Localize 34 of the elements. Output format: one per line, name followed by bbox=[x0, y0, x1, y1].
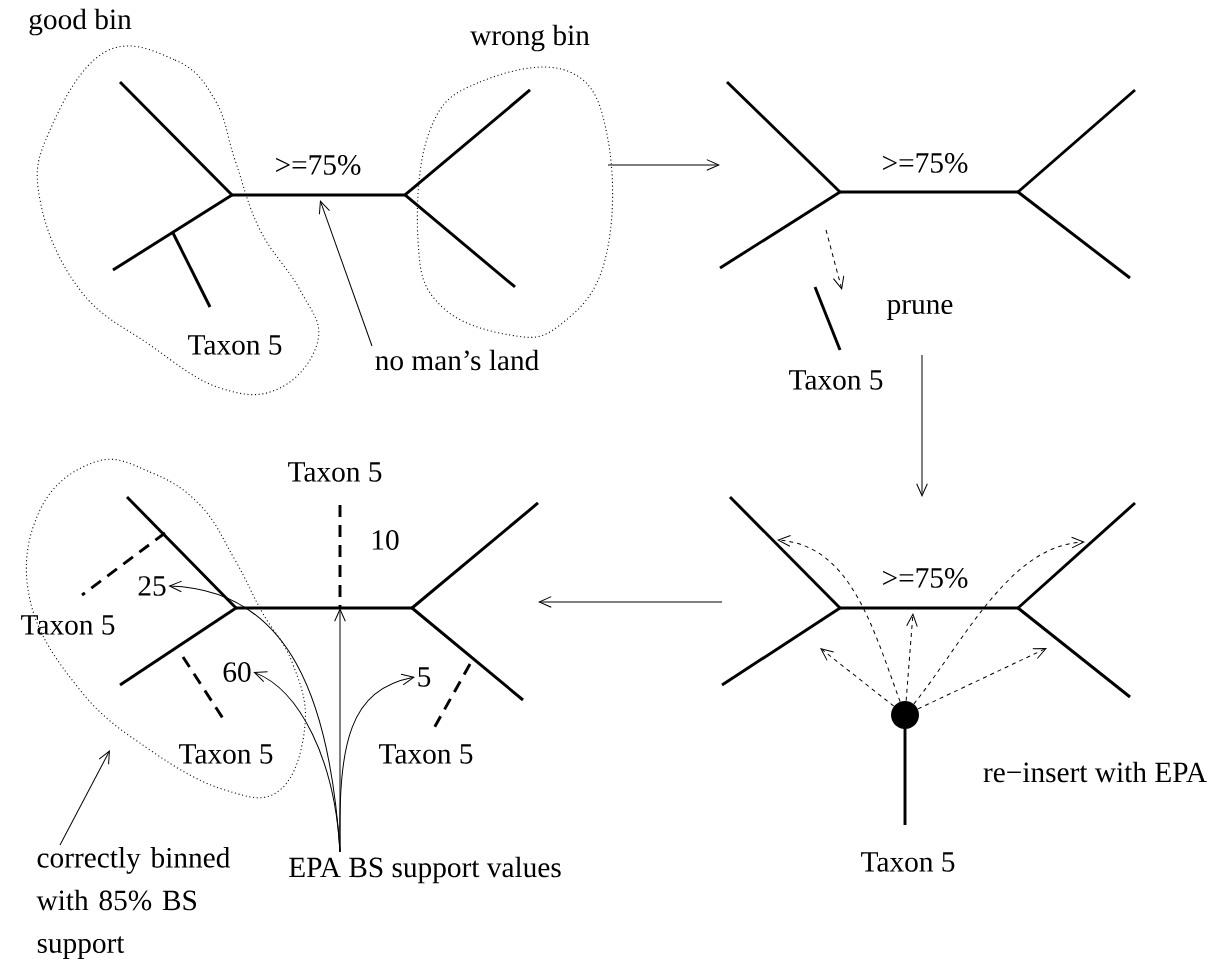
arrow bbox=[777, 535, 901, 703]
bin-label: good bin bbox=[29, 8, 132, 36]
arrow bbox=[607, 159, 720, 171]
support-value: 10 bbox=[372, 530, 399, 550]
callout-text: no man’s land bbox=[375, 349, 539, 371]
callout-text: correctly binned with 85% BS support bbox=[36, 847, 230, 959]
taxon-label: Taxon 5 bbox=[188, 335, 282, 355]
support-label: >=75% bbox=[883, 153, 968, 173]
leader-line bbox=[339, 673, 415, 853]
arrow bbox=[820, 648, 895, 707]
leader-line bbox=[318, 200, 373, 347]
arrow bbox=[913, 536, 1085, 705]
step-label: re−insert with EPA bbox=[983, 761, 1207, 783]
arrow bbox=[917, 648, 1047, 710]
tree-drawing bbox=[719, 80, 1136, 351]
taxon-label: Taxon 5 bbox=[21, 615, 115, 635]
taxon-label: Taxon 5 bbox=[379, 744, 473, 764]
arrow bbox=[916, 354, 928, 497]
taxon-label: Taxon 5 bbox=[861, 852, 955, 872]
step-label: prune bbox=[887, 299, 953, 321]
support-value: 5 bbox=[418, 667, 431, 687]
support-value: 25 bbox=[138, 576, 166, 596]
tree-drawing bbox=[721, 495, 1136, 699]
leader-line bbox=[59, 750, 110, 846]
node-dot bbox=[891, 701, 919, 729]
support-value: 60 bbox=[223, 662, 251, 682]
taxon-label: Taxon 5 bbox=[179, 744, 273, 764]
support-label: >=75% bbox=[883, 568, 968, 588]
support-label: >=75% bbox=[276, 155, 361, 175]
callout-text: EPA BS support values bbox=[289, 856, 561, 884]
taxon-label: Taxon 5 bbox=[288, 462, 382, 482]
bin-label: wrong bin bbox=[470, 24, 590, 52]
arrow bbox=[538, 596, 723, 608]
arrow bbox=[905, 613, 918, 702]
